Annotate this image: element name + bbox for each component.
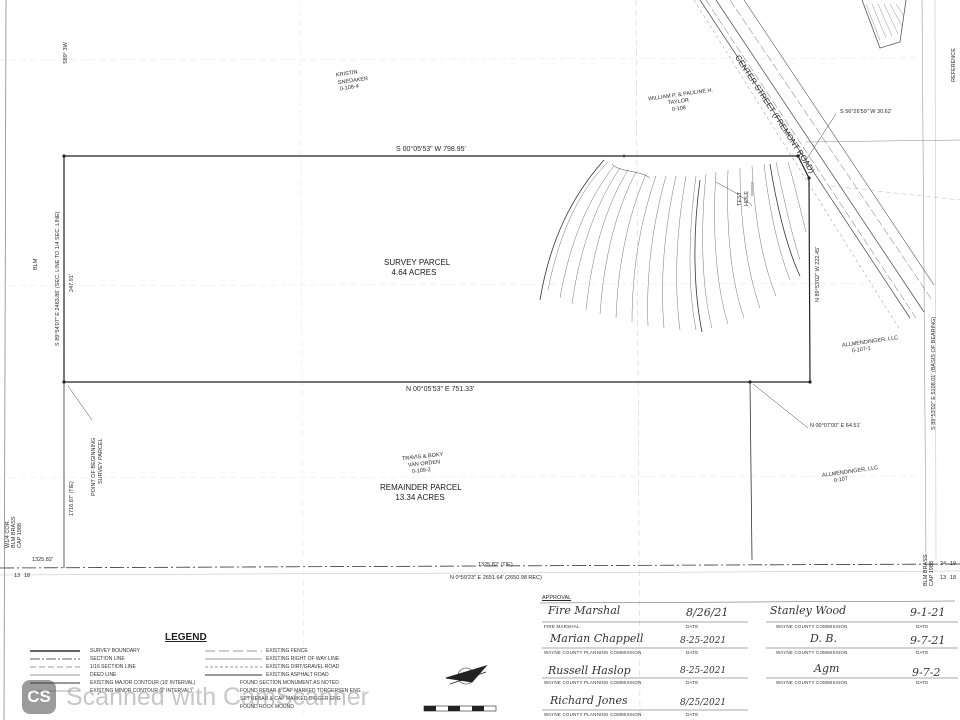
signature-commission-3: Agm: [814, 662, 840, 675]
se-tie-label: N 00°07'00" E 64.51': [810, 423, 861, 429]
bottom-tie-label: 1325.82' (TIE): [478, 562, 513, 568]
date-label: DATE: [686, 680, 699, 685]
legend-item: SECTION LINE: [90, 656, 125, 662]
remainder-parcel-name: REMAINDER PARCEL: [380, 483, 462, 492]
legend-item: EXISTING FENCE: [266, 648, 308, 654]
reference-label: REFERENCE: [951, 48, 957, 82]
pob-line1: POINT OF BEGINNING: [91, 437, 97, 496]
signature-planning-1: Marian Chappell: [550, 632, 644, 645]
legend-item: EXISTING RIGHT OF WAY LINE: [266, 656, 340, 662]
legend-item: EXISTING ASPHALT ROAD: [266, 672, 329, 678]
left-corner-num-13: 13: [14, 573, 21, 579]
date-label: DATE: [686, 624, 699, 629]
south-boundary-label: N 00°05'53" E 751.33': [406, 386, 475, 393]
legend-item: FOUND SECTION MONUMENT AS NOTED: [240, 680, 339, 686]
legend-item: FOUND REBAR & CAP MARKED TORGERSEN ENG: [240, 688, 361, 694]
signature-date: 8/26/21: [686, 606, 729, 619]
signature-date: 9-1-21: [910, 606, 946, 619]
test-hole-line1: TEST: [737, 191, 743, 206]
test-hole-line2: HOLE: [744, 191, 750, 206]
legend-title: LEGEND: [165, 632, 207, 643]
legend-item: EXISTING MINOR CONTOUR (2' INTERVAL): [90, 688, 192, 694]
date-label: DATE: [916, 680, 929, 685]
legend-item: DEED LINE: [90, 672, 117, 678]
camscanner-logo-icon: CS: [22, 680, 56, 714]
top-left-edge-label: S89° 3W: [63, 42, 69, 64]
east-boundary-label: N 89°53'02" W 222.45': [815, 246, 821, 302]
signature-date: 8-25-2021: [680, 666, 727, 676]
signature-date: 9-7-21: [910, 634, 946, 647]
signature-commission-1: Stanley Wood: [770, 604, 847, 617]
west-distance-label: 247.91': [69, 274, 75, 292]
pob-line2: SURVEY PARCEL: [98, 438, 104, 484]
approval-role: WAYNE COUNTY PLANNING COMMISSION: [544, 680, 642, 685]
approval-role: WAYNE COUNTY PLANNING COMMISSION: [544, 650, 642, 655]
north-boundary-label: S 00°05'53" W 798.95': [396, 146, 466, 153]
legend-item: EXISTING DIRT/GRAVEL ROAD: [266, 664, 340, 670]
legend-item: SURVEY BOUNDARY: [90, 648, 141, 654]
approval-role: FIRE MARSHAL: [544, 624, 580, 629]
remainder-parcel-area: 13.34 ACRES: [395, 493, 445, 502]
date-label: DATE: [686, 712, 699, 717]
owner-blm: BLM: [33, 258, 39, 270]
legend-item: FOUND ROCK MOUND: [240, 704, 294, 710]
signature-commission-2: D. B.: [810, 632, 838, 645]
date-label: DATE: [916, 650, 929, 655]
right-corner-line2: CAP 1988: [929, 561, 935, 586]
right-corner-num-19: 19: [950, 561, 957, 567]
approval-role: WAYNE COUNTY COMMISSION: [776, 624, 848, 629]
remainder-tie-label: 1716.87' (TIE): [69, 481, 75, 516]
left-section-length: 1325.82': [32, 557, 53, 563]
legend-item: 1/16 SECTION LINE: [90, 664, 136, 670]
date-label: DATE: [916, 624, 929, 629]
camscanner-text: Scanned with CamScanner: [66, 682, 369, 711]
legend-item: EXISTING MAJOR CONTOUR (10' INTERVAL): [90, 680, 196, 686]
signature-planning-3: Richard Jones: [550, 694, 628, 707]
signature-fire-marshal: Fire Marshal: [548, 604, 621, 617]
right-corner-num-24: 24: [940, 561, 947, 567]
signature-date: 8-25-2021: [680, 636, 727, 646]
approval-role: WAYNE COUNTY COMMISSION: [776, 650, 848, 655]
approval-role: WAYNE COUNTY PLANNING COMMISSION: [544, 712, 642, 717]
left-corner-num-18: 18: [24, 573, 31, 579]
approval-role: WAYNE COUNTY COMMISSION: [776, 680, 848, 685]
camscanner-watermark: CS Scanned with CamScanner: [22, 680, 369, 714]
approval-title: APPROVAL: [542, 595, 572, 601]
survey-parcel-name: SURVEY PARCEL: [384, 258, 451, 267]
right-corner-num-18: 18: [950, 575, 957, 581]
signature-planning-2: Russell Haslop: [548, 664, 631, 677]
right-corner-num-13: 13: [940, 575, 947, 581]
west-bearing-label: S 89°54'07" E 2463.86' (SEC. LINE TO 1/4…: [55, 211, 61, 346]
left-corner-line3: CAP 1988: [17, 523, 23, 548]
ne-corner-label: S 56°26'59" W 30.62': [840, 109, 892, 115]
date-label: DATE: [686, 650, 699, 655]
signature-date: 9-7-2: [912, 666, 941, 679]
survey-parcel-area: 4.64 ACRES: [391, 268, 437, 277]
basis-of-bearing-label: S 89°53'02" E 5108.01' (BASIS OF BEARING…: [931, 316, 937, 430]
signature-date: 8/25/2021: [680, 698, 727, 708]
bottom-section-label: N 0°59'23" E 2651.64' (2650.98 REC): [450, 575, 542, 581]
legend-item: SET REBAR & CAP MARKED DIGGER ENG: [240, 696, 341, 702]
